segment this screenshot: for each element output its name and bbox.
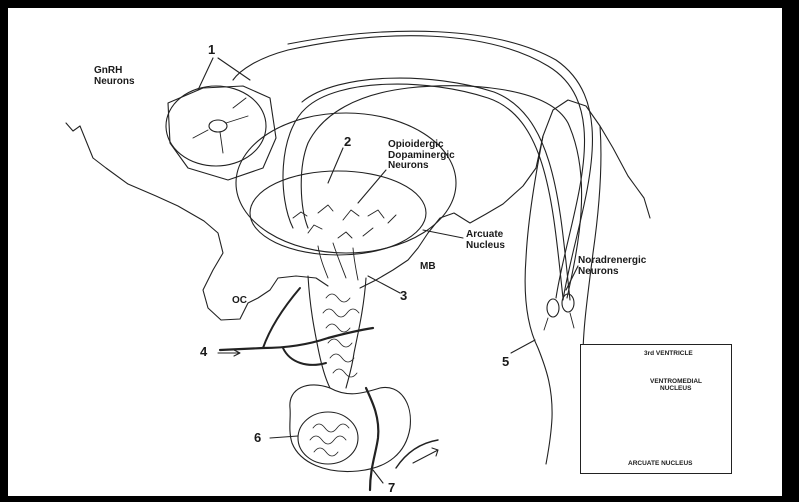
oc-label: OC [232, 296, 247, 307]
number-3: 3 [400, 288, 407, 303]
number-1: 1 [208, 42, 215, 57]
leader-5 [511, 340, 535, 353]
leader-7 [373, 470, 383, 483]
arcuate-nucleus-label: Arcuate Nucleus [466, 230, 505, 251]
inset-arcuate-nucleus-label: ARCUATE NUCLEUS [628, 460, 693, 467]
number-5: 5 [502, 354, 509, 369]
number-2: 2 [344, 134, 351, 149]
mb-label: MB [420, 262, 436, 273]
noradrenergic-neurons-label: Noradrenergic Neurons [578, 256, 646, 277]
number-6: 6 [254, 430, 261, 445]
leader-1a [198, 58, 213, 90]
superior-hypophyseal-artery [220, 328, 373, 350]
leader-6 [270, 436, 298, 438]
leader-3 [368, 276, 400, 293]
diagram-panel: GnRH Neurons Opioidergic Dopaminergic Ne… [8, 8, 782, 496]
inset-ventromedial-nucleus-label: VENTROMEDIAL NUCLEUS [650, 378, 702, 392]
number-4: 4 [200, 344, 207, 359]
pituitary-stalk [308, 276, 330, 388]
leader-opioid [358, 170, 386, 203]
leader-arcuate [423, 230, 463, 238]
brainstem-right [583, 126, 601, 356]
gnrh-neurons-label: GnRH Neurons [94, 66, 135, 87]
pituitary-gland [290, 385, 411, 472]
leader-2 [328, 148, 343, 183]
brain-outline [66, 123, 328, 320]
portal-capillary-bed [298, 412, 358, 464]
number-7: 7 [388, 480, 395, 495]
inset-box [580, 344, 732, 474]
opioidergic-neurons-label: Opioidergic Dopaminergic Neurons [388, 140, 455, 172]
inset-third-ventricle-label: 3rd VENTRICLE [644, 350, 693, 357]
